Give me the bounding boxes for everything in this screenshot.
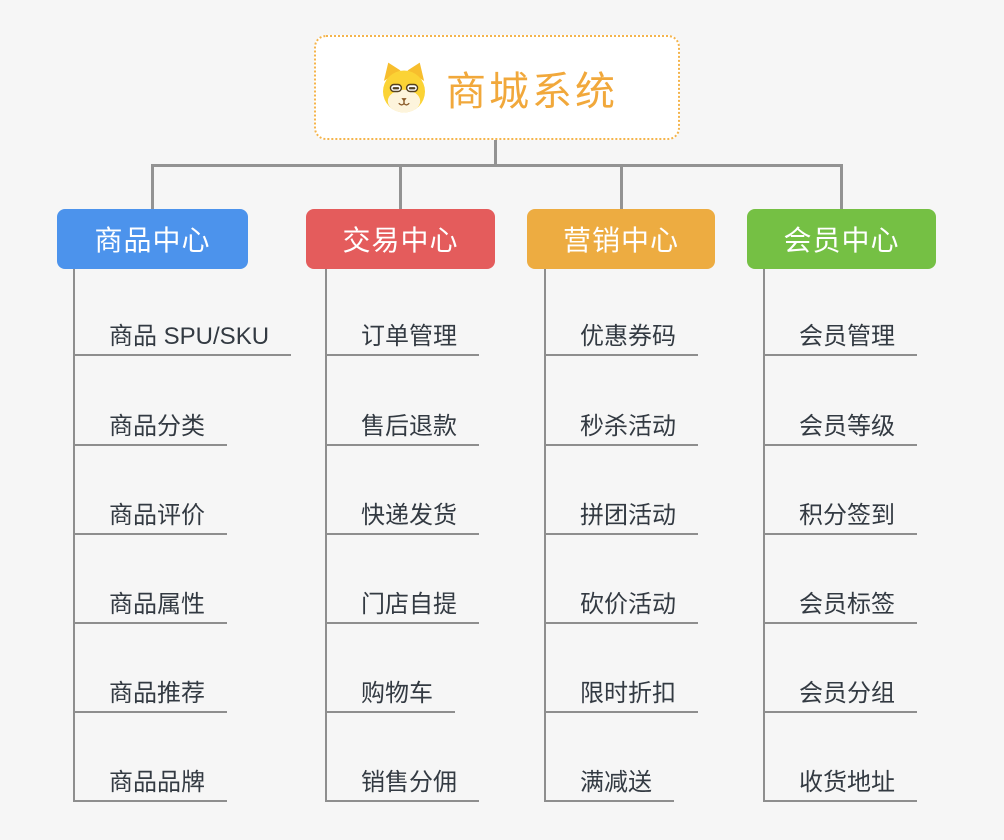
- root-title: 商城系统: [446, 69, 618, 114]
- branch-item[interactable]: 会员管理: [763, 312, 917, 356]
- dog-icon: [383, 62, 425, 112]
- branch-item[interactable]: 满减送: [544, 758, 674, 802]
- connector-branch-drop: [399, 164, 402, 210]
- branch-item[interactable]: 商品 SPU/SKU: [73, 312, 292, 356]
- branch-item-label: 商品推荐: [109, 680, 205, 707]
- branch-item[interactable]: 售后退款: [325, 402, 479, 446]
- branch-item[interactable]: 收货地址: [763, 758, 917, 802]
- branch-item-label: 会员分组: [799, 680, 895, 707]
- branch-item[interactable]: 销售分佣: [325, 758, 479, 802]
- branch-item[interactable]: 订单管理: [325, 312, 479, 356]
- branch-item[interactable]: 会员分组: [763, 669, 917, 713]
- branch-item[interactable]: 砍价活动: [544, 580, 698, 624]
- branch-item-label: 门店自提: [361, 591, 457, 618]
- branch-item-label: 销售分佣: [361, 769, 457, 796]
- branch-item[interactable]: 拼团活动: [544, 491, 698, 535]
- branch-item[interactable]: 快递发货: [325, 491, 479, 535]
- branch-item-label: 商品 SPU/SKU: [109, 323, 270, 350]
- branch-label: 交易中心: [342, 225, 459, 256]
- branch-item[interactable]: 秒杀活动: [544, 402, 698, 446]
- branch-node-1[interactable]: 交易中心: [306, 209, 495, 269]
- branch-item[interactable]: 商品评价: [73, 491, 227, 535]
- connector-branch-drop: [840, 164, 843, 210]
- root-node[interactable]: 商城系统: [314, 35, 680, 140]
- branch-item-label: 商品分类: [109, 413, 205, 440]
- branch-node-2[interactable]: 营销中心: [527, 209, 715, 269]
- branch-item-label: 订单管理: [361, 323, 457, 350]
- branch-item[interactable]: 购物车: [325, 669, 455, 713]
- connector-root-drop: [494, 140, 497, 166]
- connector-branch-drop: [151, 164, 154, 210]
- branch-item-label: 满减送: [580, 769, 652, 796]
- branch-item-label: 限时折扣: [580, 680, 676, 707]
- branch-item[interactable]: 门店自提: [325, 580, 479, 624]
- branch-item[interactable]: 会员等级: [763, 402, 917, 446]
- branch-item[interactable]: 限时折扣: [544, 669, 698, 713]
- branch-item-label: 商品属性: [109, 591, 205, 618]
- branch-label: 商品中心: [94, 225, 211, 256]
- branch-item-label: 商品评价: [109, 502, 205, 529]
- branch-item[interactable]: 积分签到: [763, 491, 917, 535]
- branch-item-label: 商品品牌: [109, 769, 205, 796]
- branch-label: 会员中心: [783, 225, 900, 256]
- branch-item[interactable]: 商品分类: [73, 402, 227, 446]
- branch-item-label: 售后退款: [361, 413, 457, 440]
- branch-item-label: 拼团活动: [580, 502, 676, 529]
- branch-item-label: 砍价活动: [580, 591, 676, 618]
- branch-item-label: 收货地址: [799, 769, 895, 796]
- branch-item[interactable]: 商品属性: [73, 580, 227, 624]
- branch-item-label: 购物车: [361, 680, 433, 707]
- branch-item-label: 积分签到: [799, 502, 895, 529]
- branch-item[interactable]: 商品推荐: [73, 669, 227, 713]
- branch-item-label: 秒杀活动: [580, 413, 676, 440]
- branch-item-label: 优惠券码: [580, 323, 676, 350]
- connector-branch-drop: [619, 164, 623, 210]
- branch-node-0[interactable]: 商品中心: [57, 209, 248, 269]
- connector-horizontal-bar: [151, 164, 843, 167]
- branch-item-label: 快递发货: [361, 502, 457, 529]
- branch-item-label: 会员标签: [799, 591, 895, 618]
- branch-node-3[interactable]: 会员中心: [747, 209, 936, 269]
- branch-label: 营销中心: [562, 225, 679, 256]
- branch-item-label: 会员等级: [799, 413, 895, 440]
- branch-item-label: 会员管理: [799, 323, 895, 350]
- branch-item[interactable]: 会员标签: [763, 580, 917, 624]
- branch-item[interactable]: 商品品牌: [73, 758, 227, 802]
- branch-item[interactable]: 优惠券码: [544, 312, 698, 356]
